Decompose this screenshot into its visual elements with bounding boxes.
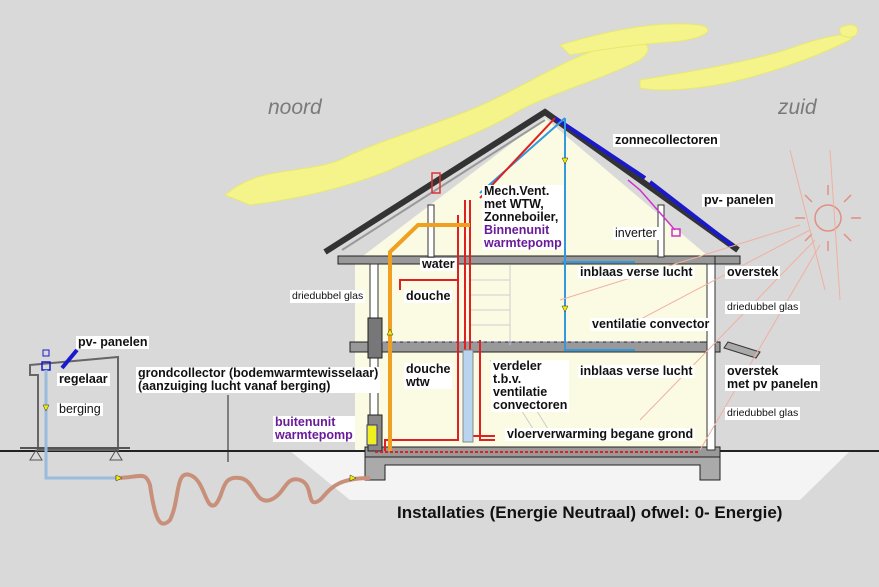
- fresh-air-duct: [479, 117, 635, 351]
- shed-berging: [20, 348, 130, 461]
- label-water: water: [420, 257, 457, 271]
- line: ventilatie: [493, 385, 548, 399]
- line: grondcollector (bodemwarmtewisselaar): [138, 366, 379, 380]
- label-overstek-upper: overstek: [725, 265, 781, 279]
- line: douche: [406, 362, 451, 376]
- clouds: [224, 23, 858, 206]
- south-label: zuid: [778, 96, 817, 119]
- label-driedubbel-right-lower: driedubbel glas: [725, 407, 801, 420]
- label-driedubbel-left: driedubbel glas: [290, 290, 366, 303]
- label-pv-roof: pv- panelen: [702, 193, 776, 207]
- line: buitenunit: [275, 415, 336, 429]
- line: Zonneboiler,: [484, 210, 559, 224]
- electric-line: [627, 179, 676, 231]
- sun-icon: [795, 185, 861, 251]
- line: wtw: [406, 375, 430, 389]
- sun-rays: [559, 149, 841, 451]
- label-pv-shed: pv- panelen: [76, 335, 150, 349]
- label-inblaas-lower: inblaas verse lucht: [578, 364, 695, 378]
- line: convectoren: [493, 398, 568, 412]
- label-mech-vent: Mech.Vent. met WTW, Zonneboiler, Binnenu…: [482, 185, 564, 250]
- label-vloerverwarming: vloerverwarming begane grond: [505, 427, 696, 441]
- label-ventilatie-convector: ventilatie convector: [590, 317, 712, 331]
- line: warmtepomp: [275, 428, 353, 442]
- line: Mech.Vent.: [484, 184, 550, 198]
- line: t.b.v.: [493, 372, 522, 386]
- label-berging: berging: [57, 402, 103, 416]
- line: overstek: [727, 364, 779, 378]
- line: warmtepomp: [484, 236, 562, 250]
- line: verdeler: [493, 359, 542, 373]
- buitenunit-box: [366, 424, 378, 446]
- ground-collector-inlet: [44, 370, 115, 480]
- label-overstek-lower: overstek met pv panelen: [725, 365, 820, 391]
- heat-pump-pipe: [388, 223, 470, 451]
- solar-collectors: [553, 116, 647, 180]
- north-label: noord: [268, 96, 322, 119]
- line: Binnenunit: [484, 223, 550, 237]
- line: met pv panelen: [727, 377, 818, 391]
- inverter-box: [671, 228, 681, 237]
- label-inverter: inverter: [613, 226, 659, 240]
- ground-collector-pipe: [114, 472, 371, 526]
- shower-wtw-unit: [462, 349, 474, 443]
- label-driedubbel-right-upper: driedubbel glas: [725, 301, 801, 314]
- label-buitenunit: buitenunit warmtepomp: [273, 416, 355, 442]
- line: (aanzuiging lucht vanaf berging): [138, 379, 331, 393]
- line: met WTW,: [484, 197, 544, 211]
- roof-pv-panels: [648, 180, 735, 248]
- label-inblaas-upper: inblaas verse lucht: [578, 265, 695, 279]
- label-grondcollector: grondcollector (bodemwarmtewisselaar) (a…: [136, 366, 381, 393]
- diagram-title: Installaties (Energie Neutraal) ofwel: 0…: [397, 503, 783, 522]
- label-douche-wtw: douche wtw: [404, 362, 453, 389]
- label-verdeler: verdeler t.b.v. ventilatie convectoren: [491, 359, 570, 412]
- label-douche-upper: douche: [404, 289, 453, 303]
- label-regelaar: regelaar: [57, 372, 110, 386]
- label-zonnecollectoren: zonnecollectoren: [613, 133, 720, 147]
